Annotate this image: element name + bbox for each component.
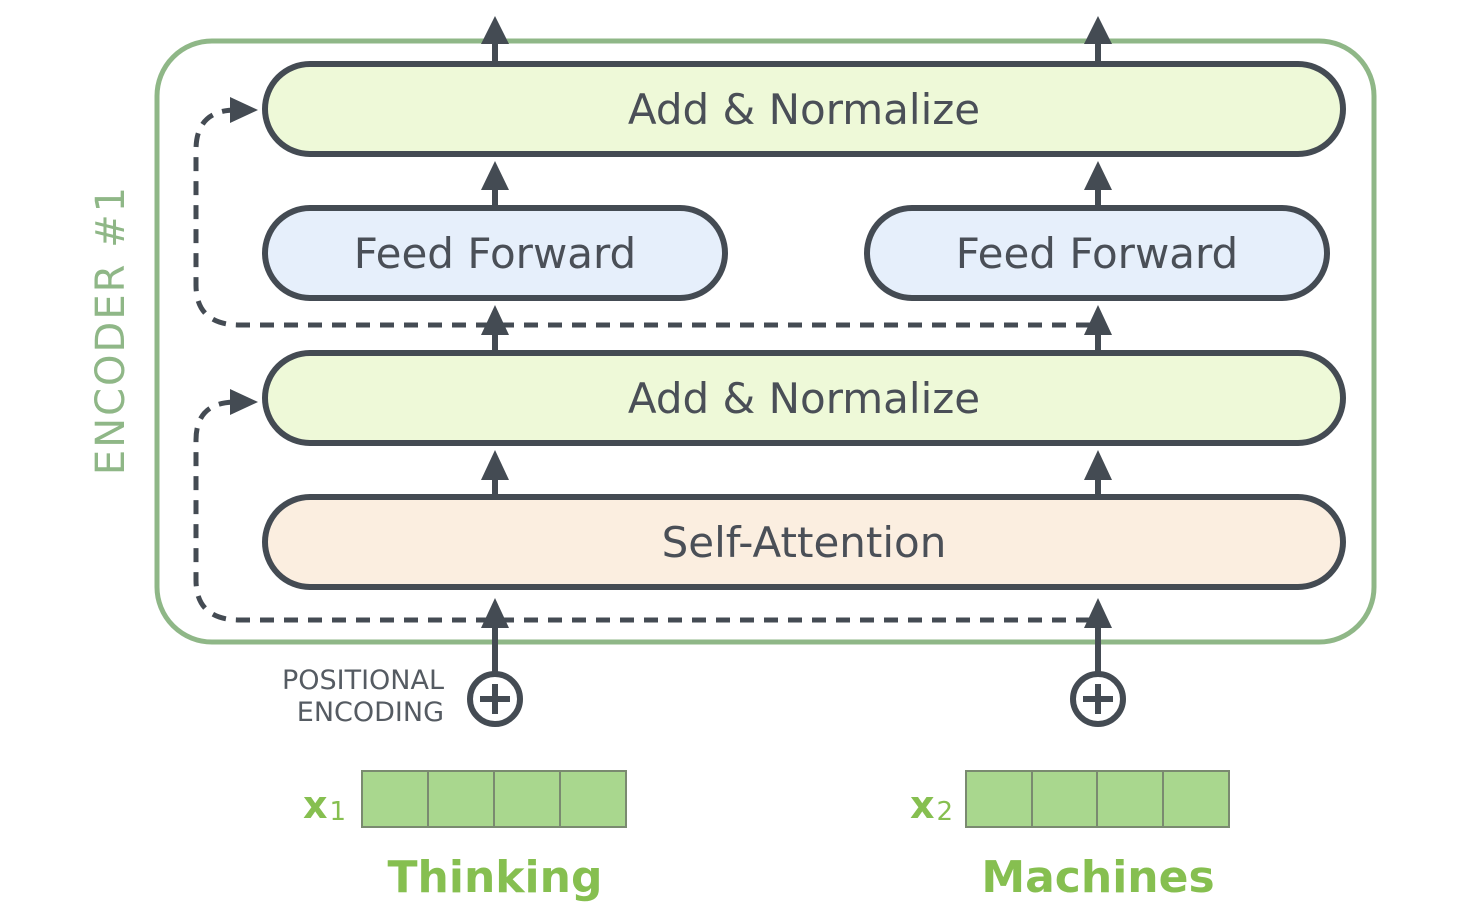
- arrow-addnorm-to-ff-left: [481, 305, 509, 353]
- positional-encoding-line2: ENCODING: [297, 697, 444, 728]
- arrow-ff-left-to-addnorm: [481, 161, 509, 207]
- self-attention: Self-Attention: [262, 494, 1346, 590]
- encoder-border: [154, 38, 1377, 645]
- encoder-title: ENCODER #1: [88, 185, 134, 475]
- input-vector-x2: [965, 770, 1230, 828]
- plus-icon-right: [1070, 671, 1126, 727]
- input-vector-x1: [361, 770, 627, 828]
- residual-arrowhead-lower: [230, 389, 258, 415]
- arrow-selfattn-to-addnorm-right: [1084, 450, 1112, 497]
- self-attention-label: Self-Attention: [662, 518, 947, 567]
- word-machines: Machines: [981, 852, 1214, 903]
- x1-label: x1: [303, 783, 346, 827]
- add-normalize-top: Add & Normalize: [262, 61, 1346, 157]
- arrow-selfattn-to-addnorm-left: [481, 450, 509, 497]
- add-normalize-mid: Add & Normalize: [262, 350, 1346, 446]
- arrow-ff-right-to-addnorm: [1084, 161, 1112, 207]
- feed-forward-right: Feed Forward: [864, 205, 1330, 301]
- residual-connection-lower: [193, 399, 1090, 623]
- output-arrow-left: [481, 16, 509, 64]
- add-normalize-mid-label: Add & Normalize: [628, 374, 980, 423]
- residual-arrowhead-upper: [230, 97, 258, 123]
- feed-forward-left-label: Feed Forward: [354, 229, 636, 278]
- add-normalize-top-label: Add & Normalize: [628, 85, 980, 134]
- positional-encoding-line1: POSITIONAL: [282, 665, 444, 696]
- feed-forward-left: Feed Forward: [262, 205, 728, 301]
- output-arrow-right: [1084, 16, 1112, 64]
- word-thinking: Thinking: [388, 852, 603, 903]
- feed-forward-right-label: Feed Forward: [956, 229, 1238, 278]
- x2-label: x2: [910, 783, 953, 827]
- arrow-input-right: [1084, 598, 1112, 672]
- arrow-addnorm-to-ff-right: [1084, 305, 1112, 353]
- residual-connection-upper: [193, 107, 1090, 328]
- arrow-input-left: [481, 598, 509, 672]
- plus-icon-left: [467, 671, 523, 727]
